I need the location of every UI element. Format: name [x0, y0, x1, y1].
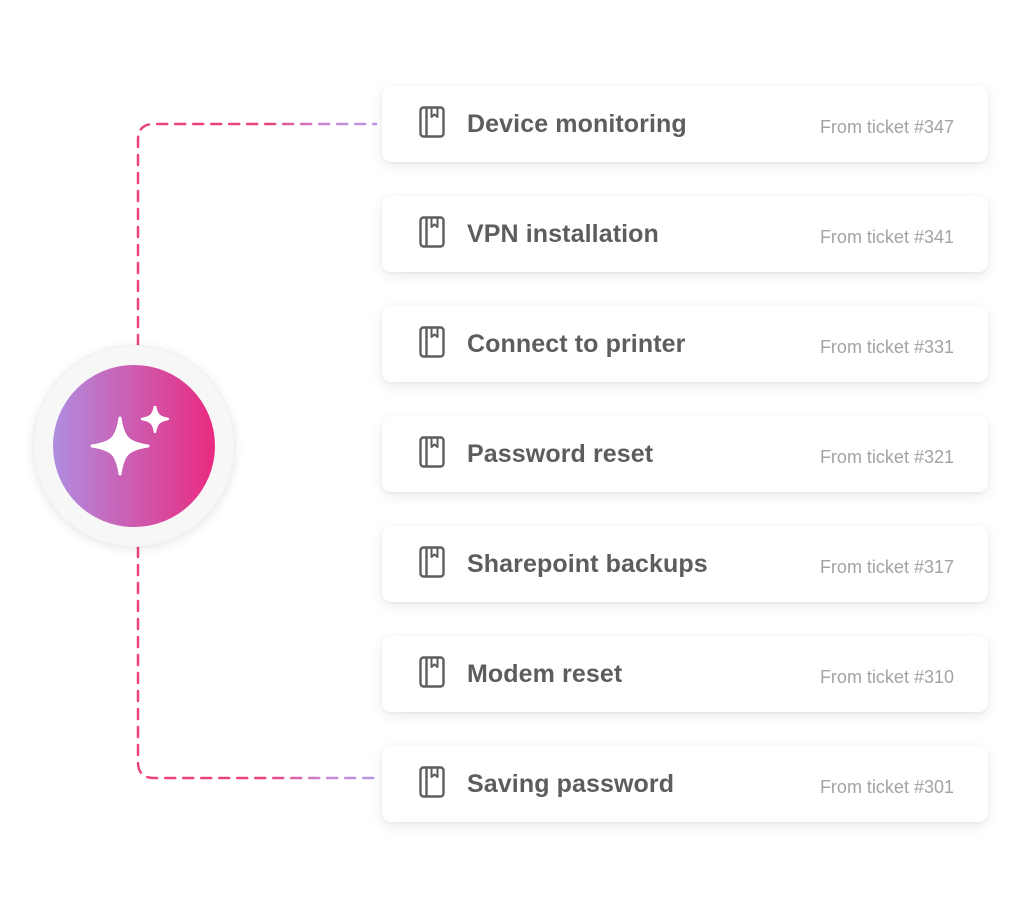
knowledge-card-saving-password[interactable]: Saving password From ticket #301 [382, 746, 988, 822]
document-bookmark-icon [419, 216, 445, 248]
knowledge-card-modem-reset[interactable]: Modem reset From ticket #310 [382, 636, 988, 712]
connector-bottom [136, 545, 378, 780]
card-title: Sharepoint backups [467, 550, 708, 578]
card-title: Password reset [467, 440, 654, 468]
card-source-ticket: From ticket #310 [819, 667, 954, 687]
document-bookmark-icon [419, 326, 445, 358]
knowledge-card-password-reset[interactable]: Password reset From ticket #321 [382, 416, 988, 492]
document-bookmark-icon [419, 546, 445, 578]
connector-top [136, 122, 378, 347]
sparkles-icon [90, 406, 170, 476]
card-source-ticket: From ticket #317 [819, 557, 954, 577]
card-title: Device monitoring [467, 110, 687, 138]
card-title: Modem reset [467, 660, 623, 688]
document-bookmark-icon [419, 766, 445, 798]
knowledge-card-vpn-installation[interactable]: VPN installation From ticket #341 [382, 196, 988, 272]
card-source-ticket: From ticket #341 [819, 227, 954, 247]
ai-hub [33, 345, 235, 547]
card-title: VPN installation [467, 220, 659, 248]
card-title: Saving password [467, 770, 675, 798]
card-source-ticket: From ticket #301 [819, 777, 954, 797]
card-title: Connect to printer [467, 330, 686, 358]
card-source-ticket: From ticket #331 [819, 337, 954, 357]
document-bookmark-icon [419, 436, 445, 468]
card-source-ticket: From ticket #321 [819, 447, 954, 467]
knowledge-card-device-monitoring[interactable]: Device monitoring From ticket #347 [382, 86, 988, 162]
knowledge-card-connect-to-printer[interactable]: Connect to printer From ticket #331 [382, 306, 988, 382]
knowledge-card-sharepoint-backups[interactable]: Sharepoint backups From ticket #317 [382, 526, 988, 602]
document-bookmark-icon [419, 106, 445, 138]
ai-hub-button[interactable] [53, 365, 215, 527]
card-source-ticket: From ticket #347 [819, 117, 954, 137]
document-bookmark-icon [419, 656, 445, 688]
